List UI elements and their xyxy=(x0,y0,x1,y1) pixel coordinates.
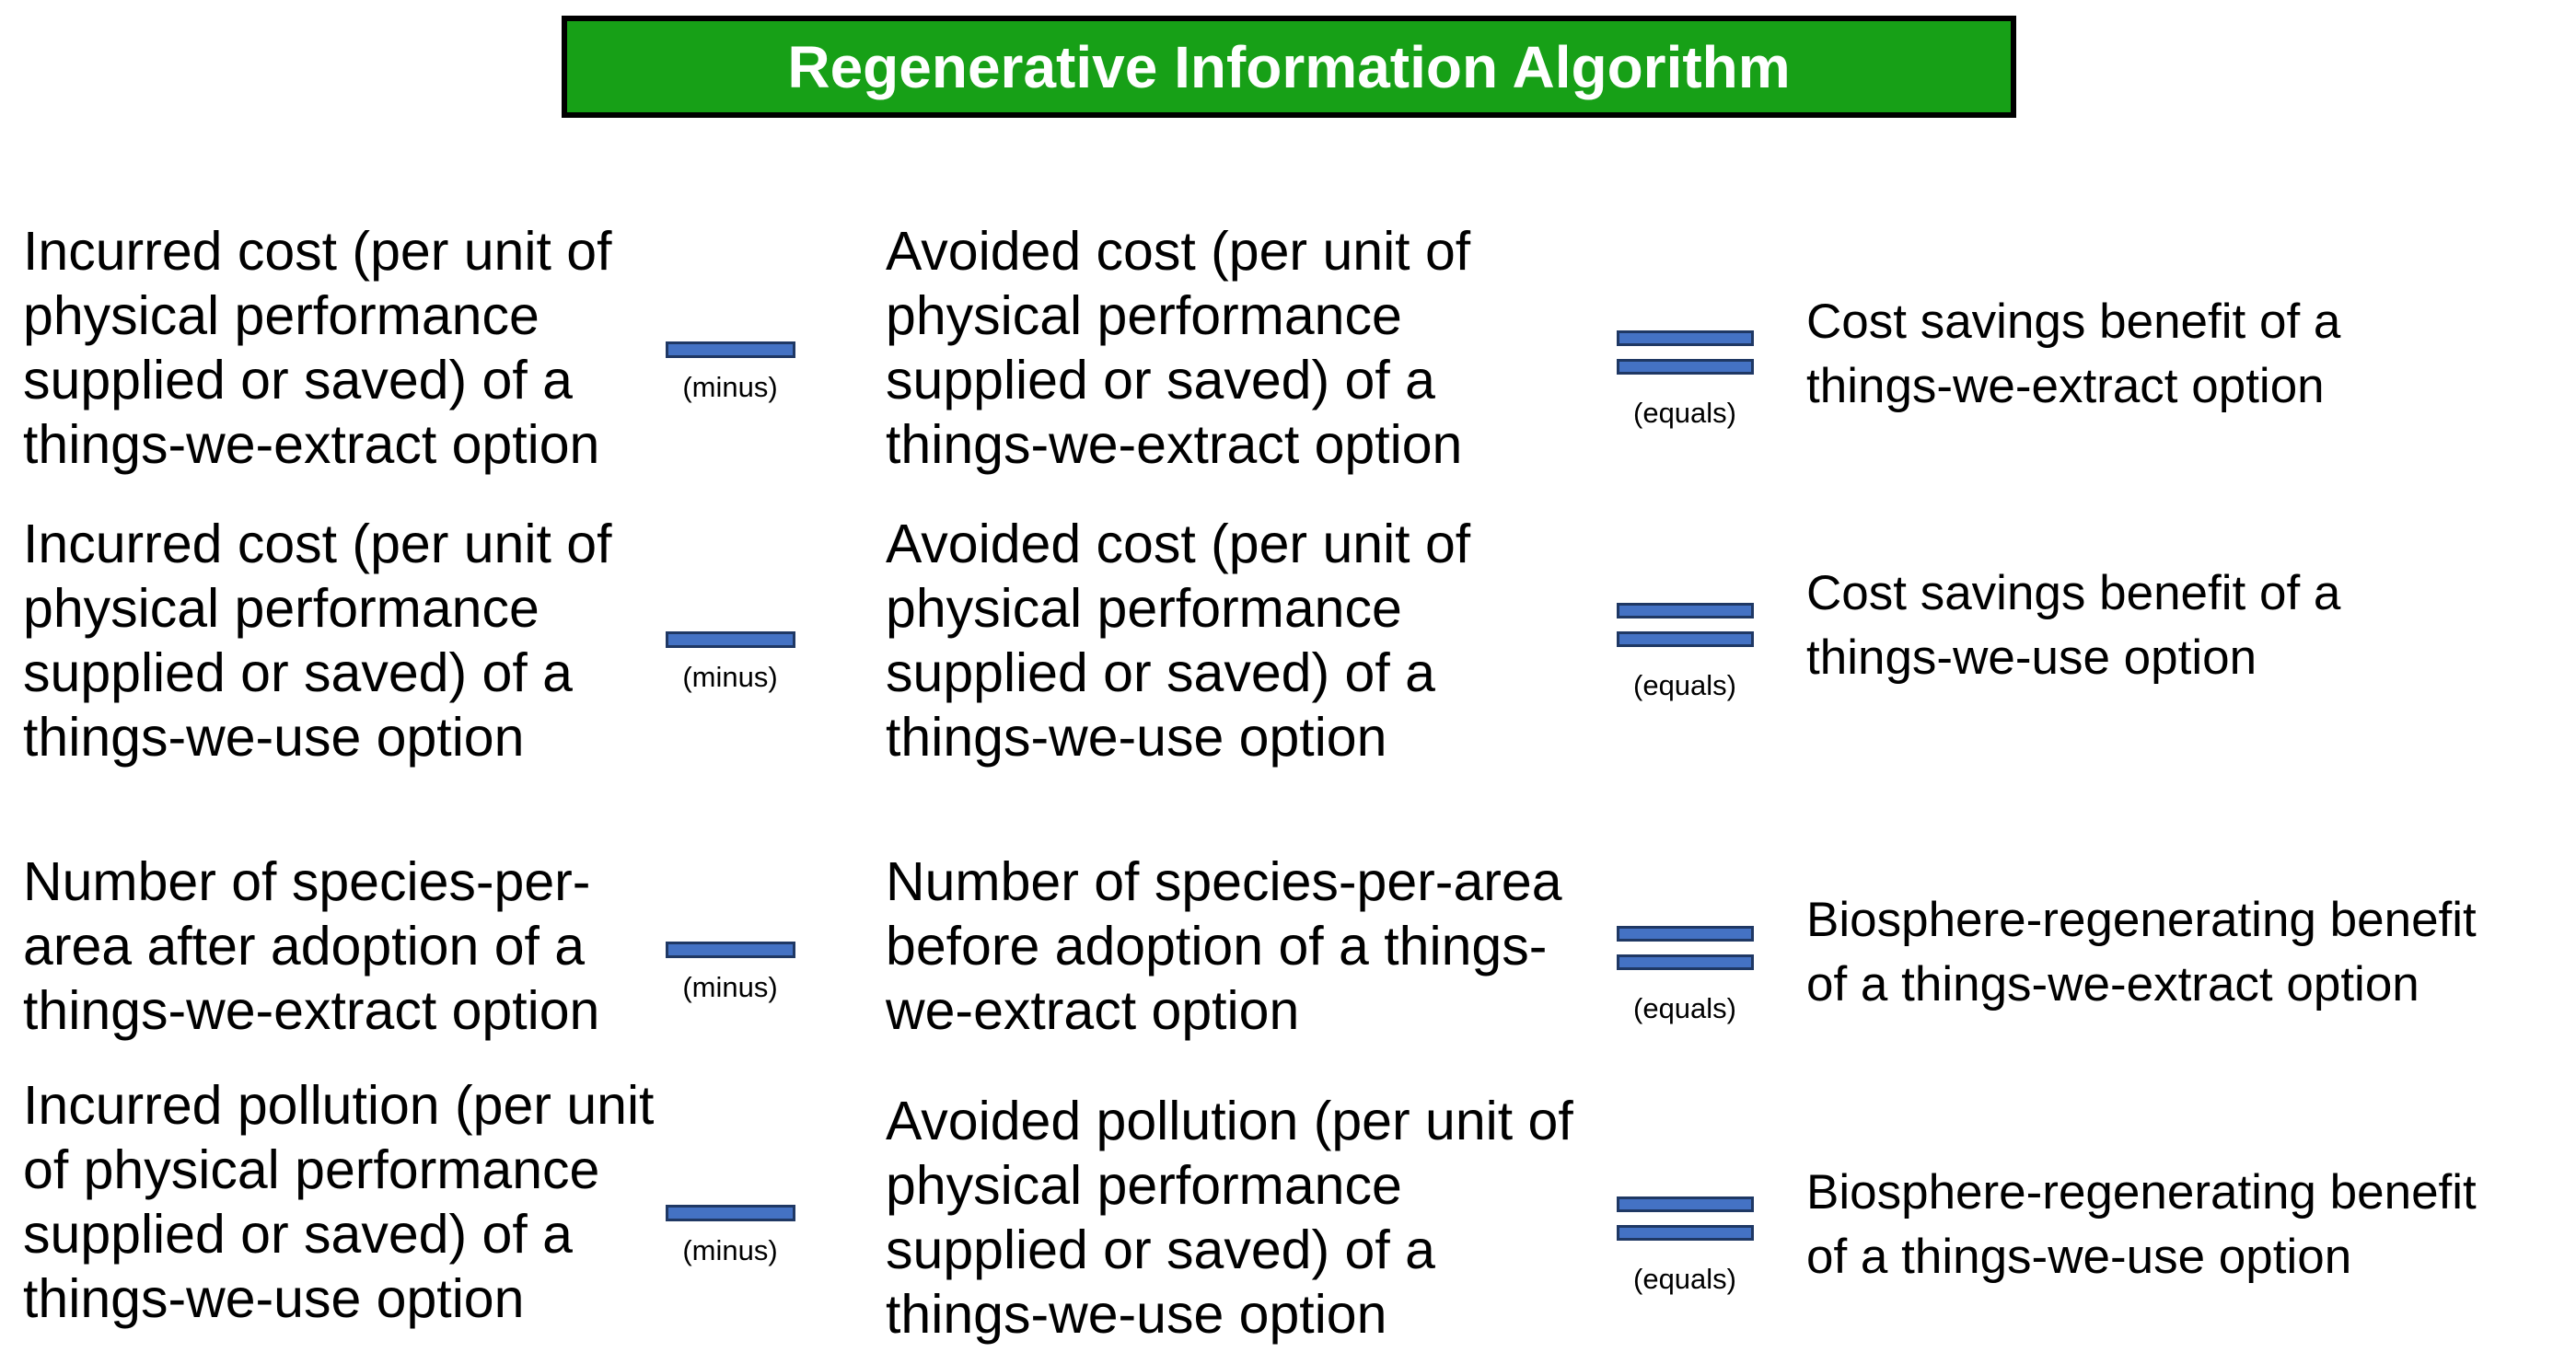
equals-bar-icon xyxy=(1616,926,1754,942)
minus-label: (minus) xyxy=(682,971,778,1003)
row-1-middle-operand: Avoided cost (per unit of physical perfo… xyxy=(886,221,1471,475)
row-2-middle-operand: Avoided cost (per unit of physical perfo… xyxy=(886,514,1471,768)
row-3-middle-operand: Number of species-per-area before adopti… xyxy=(886,851,1562,1041)
equals-bar-icon xyxy=(1616,359,1754,375)
row-4-equals-operator: (equals) xyxy=(1611,1196,1758,1296)
minus-bar-icon xyxy=(665,341,795,358)
row-4-middle-operand: Avoided pollution (per unit of physical … xyxy=(886,1091,1573,1345)
equals-bar-icon xyxy=(1616,603,1754,618)
row-4-result: Biosphere-regenerating benefit of a thin… xyxy=(1806,1165,2477,1284)
row-4-left-operand: Incurred pollution (per unit of physical… xyxy=(23,1075,655,1329)
equals-bar-icon xyxy=(1616,1196,1754,1212)
row-2-equals-operator: (equals) xyxy=(1611,603,1758,702)
minus-bar-icon xyxy=(665,631,795,648)
minus-label: (minus) xyxy=(682,371,778,403)
row-2-left-operand: Incurred cost (per unit of physical perf… xyxy=(23,514,612,768)
row-4-minus-operator: (minus) xyxy=(661,1205,799,1267)
equals-label: (equals) xyxy=(1633,1263,1736,1295)
equals-label: (equals) xyxy=(1633,397,1736,429)
minus-label: (minus) xyxy=(682,1234,778,1266)
row-2-minus-operator: (minus) xyxy=(661,631,799,694)
page-title: Regenerative Information Algorithm xyxy=(787,33,1791,100)
row-3-minus-operator: (minus) xyxy=(661,942,799,1004)
equals-bar-icon xyxy=(1616,1225,1754,1241)
row-3-left-operand: Number of species-per- area after adopti… xyxy=(23,851,600,1041)
minus-label: (minus) xyxy=(682,661,778,693)
equals-label: (equals) xyxy=(1633,669,1736,701)
equals-bar-icon xyxy=(1616,954,1754,970)
equals-bar-icon xyxy=(1616,330,1754,346)
row-3-result: Biosphere-regenerating benefit of a thin… xyxy=(1806,893,2477,1011)
row-1-left-operand: Incurred cost (per unit of physical perf… xyxy=(23,221,612,475)
minus-bar-icon xyxy=(665,1205,795,1221)
row-1-equals-operator: (equals) xyxy=(1611,330,1758,430)
title-banner: Regenerative Information Algorithm xyxy=(562,16,2016,118)
row-1-result: Cost savings benefit of a things-we-extr… xyxy=(1806,295,2341,413)
minus-bar-icon xyxy=(665,942,795,958)
row-1-minus-operator: (minus) xyxy=(661,341,799,404)
row-3-equals-operator: (equals) xyxy=(1611,926,1758,1025)
equals-label: (equals) xyxy=(1633,992,1736,1024)
row-2-result: Cost savings benefit of a things-we-use … xyxy=(1806,566,2341,685)
equals-bar-icon xyxy=(1616,631,1754,647)
